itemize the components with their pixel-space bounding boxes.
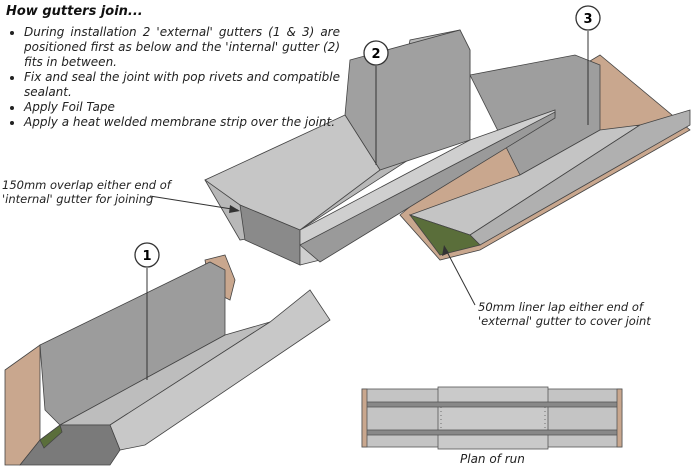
plan-of-run xyxy=(361,386,623,450)
overlap-callout: 150mm overlap either end of 'internal' g… xyxy=(2,178,171,206)
label-3: 3 xyxy=(575,5,601,125)
label-1-text: 1 xyxy=(142,249,151,264)
callout-line: 'internal' gutter for joining xyxy=(2,192,154,206)
liner-lap-callout: 50mm liner lap either end of 'external' … xyxy=(478,300,651,328)
callout-line: 150mm overlap either end of xyxy=(2,178,171,192)
liner-lap-arrowhead xyxy=(442,245,449,256)
plan-caption: Plan of run xyxy=(460,452,525,466)
label-3-text: 3 xyxy=(583,12,592,27)
label-2: 2 xyxy=(363,40,389,165)
label-2-text: 2 xyxy=(371,47,380,62)
bullet-item: Apply Foil Tape xyxy=(24,100,340,115)
bullet-item: During installation 2 'external' gutters… xyxy=(24,25,340,70)
instruction-list: During installation 2 'external' gutters… xyxy=(10,25,340,130)
bullet-item: Fix and seal the joint with pop rivets a… xyxy=(24,70,340,100)
overlap-arrow xyxy=(149,195,239,211)
callout-line: 50mm liner lap either end of xyxy=(478,300,643,314)
gutter-3 xyxy=(399,54,691,261)
bullet-item: Apply a heat welded membrane strip over … xyxy=(24,115,340,130)
overlap-arrowhead xyxy=(229,205,240,213)
label-1: 1 xyxy=(134,242,160,380)
liner-lap-arrow xyxy=(444,247,476,306)
heading: How gutters join... xyxy=(6,4,143,19)
gutter-1 xyxy=(4,254,331,466)
callout-line: 'external' gutter to cover joint xyxy=(478,314,651,328)
